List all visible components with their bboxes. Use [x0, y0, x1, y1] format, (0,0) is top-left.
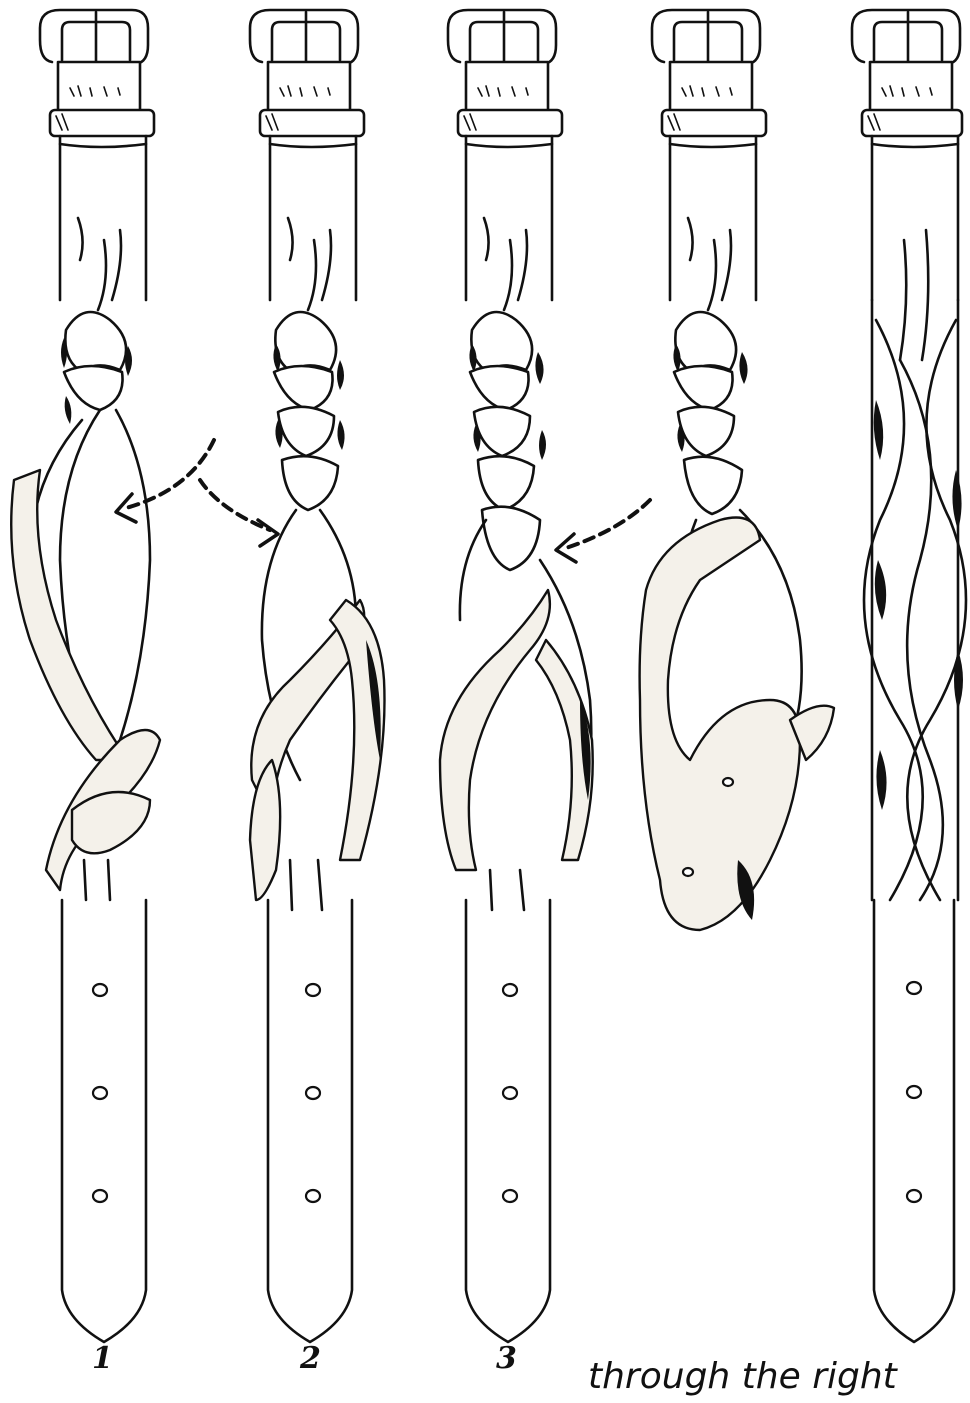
belt-holes: [306, 984, 320, 1202]
belt-hole-icon: [503, 1087, 517, 1099]
buckle-icon: [250, 10, 364, 136]
belt-strap: [864, 136, 966, 1342]
belt-step-5: [852, 10, 966, 1342]
belt-step-2: 2: [200, 10, 385, 1376]
belt-strap: [440, 136, 593, 1342]
buckle-icon: [652, 10, 766, 136]
belt-hole-icon: [723, 778, 733, 786]
belt-holes: [907, 982, 921, 1202]
step-number: 2: [299, 1341, 321, 1376]
belt-hole-icon: [306, 984, 320, 996]
buckle-icon: [40, 10, 154, 136]
belt-hole-icon: [907, 982, 921, 994]
belt-hole-icon: [503, 984, 517, 996]
buckle-icon: [448, 10, 562, 136]
belt-hole-icon: [306, 1190, 320, 1202]
belt-strap: [250, 136, 385, 1342]
belt-step-1: 1: [11, 10, 214, 1376]
belt-step-3: 3: [440, 10, 650, 1376]
buckle-icon: [852, 10, 962, 136]
caption-through-the-right: through the right: [588, 1356, 899, 1397]
step-number: 1: [92, 1341, 113, 1376]
step-number: 3: [496, 1341, 517, 1376]
belt-hole-icon: [306, 1087, 320, 1099]
belt-hole-icon: [93, 1087, 107, 1099]
belt-hole-icon: [503, 1190, 517, 1202]
dashed-arrow-icon: [556, 500, 650, 562]
belt-hole-icon: [907, 1086, 921, 1098]
belt-strap: [640, 136, 834, 930]
belt-hole-icon: [93, 1190, 107, 1202]
dashed-arrow-icon: [200, 480, 278, 546]
belt-hole-icon: [683, 868, 693, 876]
belt-holes: [93, 984, 107, 1202]
belt-holes: [503, 984, 517, 1202]
belt-strap: [11, 136, 160, 1342]
belt-step-4: [640, 10, 834, 930]
belt-hole-icon: [907, 1190, 921, 1202]
belt-hole-icon: [93, 984, 107, 996]
